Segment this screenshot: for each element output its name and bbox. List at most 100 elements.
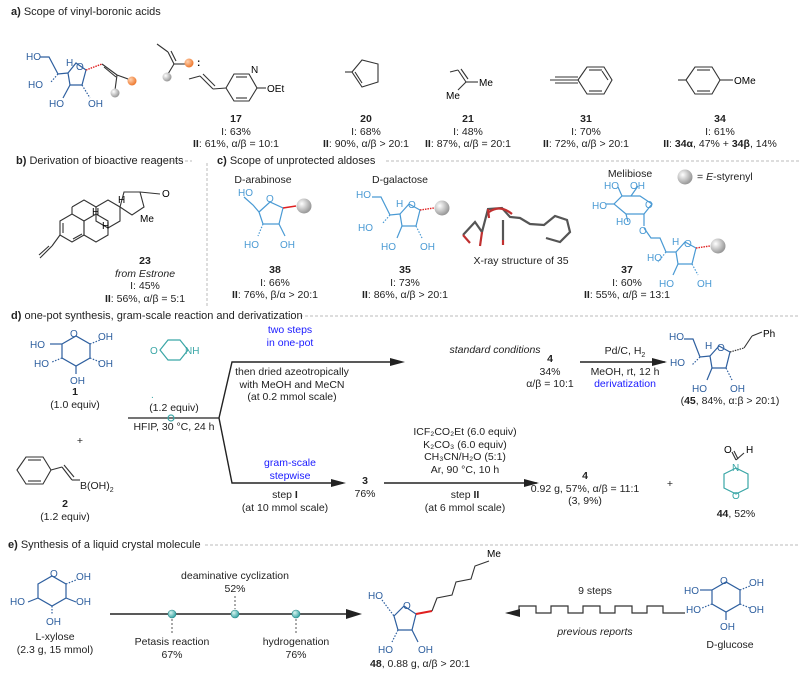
svg-text:OH: OH: [98, 359, 113, 370]
svg-text:OH: OH: [720, 622, 735, 633]
compound-35-structure: [372, 196, 450, 239]
svg-text:HO: HO: [378, 645, 393, 656]
plus-sign: +: [666, 478, 674, 490]
step-1-label: step I(at 10 mmol scale): [241, 489, 329, 514]
svg-text:HO: HO: [686, 605, 701, 616]
compound-17-structure: [188, 73, 266, 102]
l-xylose-structure: [27, 575, 77, 614]
arrow-head: [390, 358, 405, 366]
svg-text:OH: OH: [280, 240, 295, 251]
core-c-glycoside-structure: [40, 56, 137, 99]
svg-text:Me: Me: [479, 78, 493, 89]
hydrogenation-reagent: Pd/C, H2: [604, 345, 646, 360]
svg-text:H: H: [396, 199, 403, 210]
vinyl-substituent-key: :: [156, 43, 200, 82]
step-node: [291, 609, 301, 619]
panel-a-header: a) Scope of vinyl-boronic acids: [11, 6, 161, 18]
svg-text:OH: OH: [630, 181, 645, 192]
svg-text:O: O: [720, 576, 728, 587]
xray-caption: X-ray structure of 35: [473, 255, 569, 267]
compound-21-structure: [449, 68, 478, 91]
svg-text:HO: HO: [10, 597, 25, 608]
svg-text:HO: HO: [592, 201, 607, 212]
compound-37-structure: [606, 185, 726, 276]
svg-text:OH: OH: [46, 617, 61, 628]
svg-text:H: H: [102, 221, 109, 232]
svg-text:HO: HO: [356, 190, 371, 201]
svg-text:OH: OH: [98, 332, 113, 343]
styrenyl-legend-sphere: [677, 169, 693, 185]
svg-text:H: H: [746, 445, 753, 456]
step-2-reagents: ICF₂CO₂Et (6.0 equiv)K₂CO₃ (6.0 equiv)CH…: [413, 426, 517, 476]
svg-text:O: O: [645, 200, 653, 211]
sugar-name-melibiose: Melibiose: [607, 168, 653, 180]
svg-text:O: O: [266, 194, 274, 205]
amine-equiv: (1.2 equiv): [149, 402, 199, 414]
svg-text:O: O: [732, 491, 740, 502]
svg-text:HO: HO: [604, 181, 619, 192]
svg-text::: :: [197, 58, 200, 69]
svg-text:NH: NH: [185, 346, 199, 357]
svg-text:Ph: Ph: [763, 329, 775, 340]
svg-text:HO: HO: [238, 188, 253, 199]
svg-text:.: .: [151, 390, 154, 401]
compound-23-structure: [38, 191, 161, 259]
svg-text:OEt: OEt: [267, 84, 284, 95]
svg-text:OH: OH: [88, 99, 103, 110]
svg-text:H: H: [92, 207, 99, 218]
step-node: [230, 609, 240, 619]
svg-text:OH: OH: [418, 645, 433, 656]
compound-45-structure: [684, 331, 763, 381]
svg-text:O: O: [50, 569, 58, 580]
svg-text:H: H: [66, 58, 73, 69]
svg-text:HO: HO: [368, 591, 383, 602]
sugar-name-arabinose: D-arabinose: [234, 174, 292, 186]
svg-text:HO: HO: [49, 99, 64, 110]
svg-text:OH: OH: [70, 376, 85, 387]
svg-text:O: O: [684, 239, 692, 250]
d-glucose-structure: [700, 581, 751, 620]
compound-34-structure: [678, 66, 733, 95]
l-xylose-label: L-xylose(2.3 g, 15 mmol): [16, 631, 94, 656]
svg-text:O: O: [403, 601, 411, 612]
arrow-head: [331, 479, 346, 487]
svg-text:HO: HO: [34, 359, 49, 370]
svg-text:Me: Me: [446, 91, 460, 102]
svg-text:O: O: [724, 445, 732, 456]
nine-step-route-line: [518, 605, 685, 614]
compound-1-glucose-structure: [50, 335, 101, 374]
svg-text:Me: Me: [487, 549, 501, 560]
svg-text:Me: Me: [140, 214, 154, 225]
compound-48-label: 48, 0.88 g, α/β > 20:1: [370, 658, 470, 670]
d-glucose-label: D-glucose: [706, 639, 754, 651]
svg-text:N: N: [732, 463, 739, 474]
step-2-label: step II(at 6 mmol scale): [424, 489, 506, 514]
sugar-name-galactose: D-galactose: [371, 174, 429, 186]
svg-text:HO: HO: [659, 279, 674, 290]
morpholine-addition-marker: [167, 414, 175, 422]
compound-2-structure: [16, 456, 80, 485]
svg-text:HO: HO: [616, 217, 631, 228]
svg-text:H: H: [118, 195, 125, 206]
svg-text:OH: OH: [749, 605, 764, 616]
svg-text:N: N: [251, 65, 258, 76]
hydrogenation-conditions: MeOH, rt, 12 h: [590, 366, 660, 378]
previous-reports-label: previous reports: [557, 626, 633, 638]
svg-text:HO: HO: [28, 80, 43, 91]
svg-text:OH: OH: [76, 597, 91, 608]
